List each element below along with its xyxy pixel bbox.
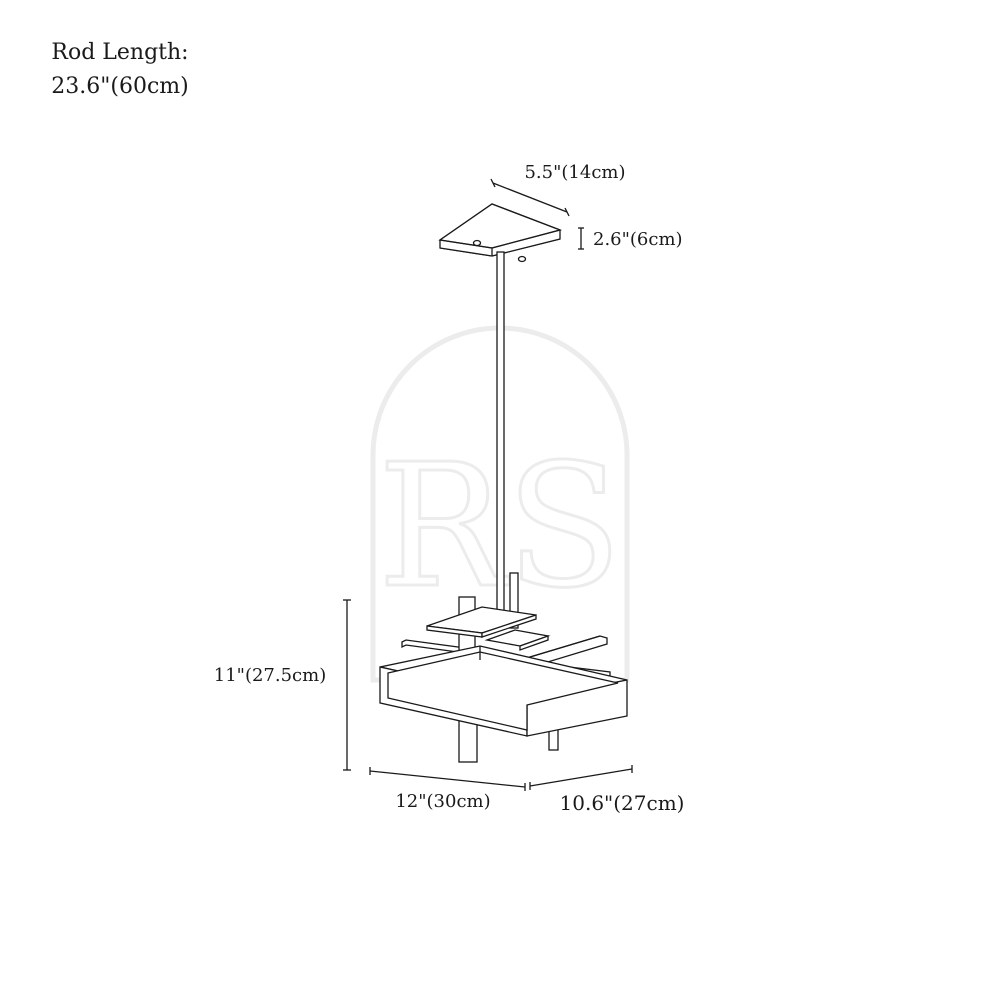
fixture-height-dimension: 11"(27.5cm)	[214, 599, 351, 771]
rod-length-label: Rod Length:	[51, 40, 188, 65]
canopy-screw	[517, 255, 527, 263]
canopy-height-label: 2.6"(6cm)	[593, 229, 683, 250]
canopy-screw	[472, 239, 482, 247]
canopy-width-dimension: 5.5"(14cm)	[490, 162, 626, 217]
fixture-depth-dimension: 10.6"(27cm)	[529, 765, 685, 815]
suspension-rod	[496, 251, 505, 613]
light-fixture	[379, 572, 628, 763]
fixture-length-label: 12"(30cm)	[395, 791, 490, 812]
ceiling-canopy	[438, 203, 563, 263]
canopy-height-dimension: 2.6"(6cm)	[578, 227, 683, 250]
fixture-depth-label: 10.6"(27cm)	[560, 791, 685, 815]
rod-length-value: 23.6"(60cm)	[51, 74, 188, 99]
fixture-length-dimension: 12"(30cm)	[369, 767, 526, 812]
fixture-height-label: 11"(27.5cm)	[214, 665, 326, 686]
canopy-width-label: 5.5"(14cm)	[524, 162, 625, 183]
